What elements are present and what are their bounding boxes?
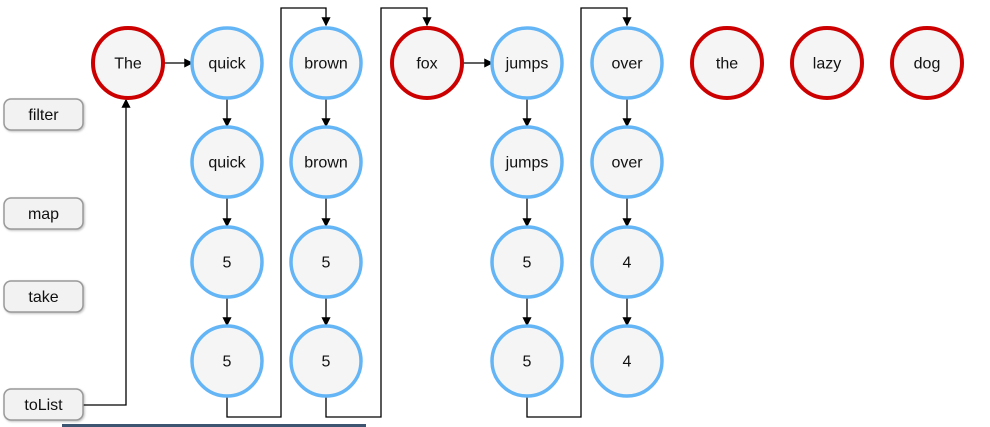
node-circle-filtered-over xyxy=(590,125,664,199)
node-source-The[interactable]: The xyxy=(91,26,165,100)
node-label-source-The: The xyxy=(114,56,142,73)
node-circle-source-lazy xyxy=(790,26,864,100)
node-label-mapped-5-quick: 5 xyxy=(223,255,232,272)
node-circle-taken-5-brown xyxy=(289,324,363,398)
window-edge-artifact xyxy=(62,424,366,427)
node-taken-4-over[interactable]: 4 xyxy=(590,324,664,398)
node-filtered-over[interactable]: over xyxy=(590,125,664,199)
node-mapped-4-over[interactable]: 4 xyxy=(590,225,664,299)
node-circle-mapped-5-quick xyxy=(190,225,264,299)
node-circle-filtered-quick xyxy=(190,125,264,199)
node-label-filtered-brown: brown xyxy=(304,155,348,172)
op-box-take[interactable]: take xyxy=(3,280,84,313)
node-circle-taken-5-quick xyxy=(190,324,264,398)
node-label-source-quick: quick xyxy=(208,56,246,73)
node-source-quick[interactable]: quick xyxy=(190,26,264,100)
node-circle-filtered-brown xyxy=(289,125,363,199)
node-label-source-lazy: lazy xyxy=(813,56,841,73)
node-label-mapped-4-over: 4 xyxy=(623,255,632,272)
node-label-source-fox: fox xyxy=(416,56,437,73)
node-circle-source-the xyxy=(690,26,764,100)
op-label-toList: toList xyxy=(24,397,63,414)
node-label-source-jumps: jumps xyxy=(505,56,549,73)
node-label-filtered-over: over xyxy=(611,155,643,172)
node-filtered-quick[interactable]: quick xyxy=(190,125,264,199)
node-circle-mapped-5-brown xyxy=(289,225,363,299)
op-box-map[interactable]: map xyxy=(3,197,84,230)
edge-loop-jumps-to-over xyxy=(526,7,632,418)
node-label-mapped-5-brown: 5 xyxy=(322,255,331,272)
node-label-taken-5-quick: 5 xyxy=(223,354,232,371)
node-circle-taken-5-jumps xyxy=(490,324,564,398)
node-source-dog[interactable]: dog xyxy=(890,26,964,100)
node-circle-source-fox xyxy=(390,26,464,100)
op-box-rect-map xyxy=(3,197,84,230)
op-box-toList[interactable]: toList xyxy=(3,388,84,421)
node-circle-mapped-5-jumps xyxy=(490,225,564,299)
node-label-source-brown: brown xyxy=(304,56,348,73)
node-source-over[interactable]: over xyxy=(590,26,664,100)
op-label-map: map xyxy=(28,206,59,223)
node-circle-taken-4-over xyxy=(590,324,664,398)
edge-toList-to-The xyxy=(83,98,131,406)
node-label-filtered-jumps: jumps xyxy=(505,155,549,172)
node-source-fox[interactable]: fox xyxy=(390,26,464,100)
node-taken-5-brown[interactable]: 5 xyxy=(289,324,363,398)
node-circle-source-over xyxy=(590,26,664,100)
op-box-rect-filter xyxy=(3,98,84,131)
node-source-jumps[interactable]: jumps xyxy=(490,26,564,100)
node-filtered-jumps[interactable]: jumps xyxy=(490,125,564,199)
node-mapped-5-jumps[interactable]: 5 xyxy=(490,225,564,299)
edge-loop-quick-to-brown xyxy=(226,7,331,418)
node-label-taken-4-over: 4 xyxy=(623,354,632,371)
node-label-taken-5-brown: 5 xyxy=(322,354,331,371)
node-circle-source-brown xyxy=(289,26,363,100)
node-label-source-dog: dog xyxy=(914,56,941,73)
node-label-mapped-5-jumps: 5 xyxy=(523,255,532,272)
node-circle-source-The xyxy=(91,26,165,100)
node-label-filtered-quick: quick xyxy=(208,155,246,172)
node-source-brown[interactable]: brown xyxy=(289,26,363,100)
op-box-filter[interactable]: filter xyxy=(3,98,84,131)
node-mapped-5-quick[interactable]: 5 xyxy=(190,225,264,299)
node-circle-mapped-4-over xyxy=(590,225,664,299)
node-label-source-the: the xyxy=(716,56,738,73)
op-label-filter: filter xyxy=(28,107,59,124)
op-box-rect-toList xyxy=(3,388,84,421)
node-taken-5-quick[interactable]: 5 xyxy=(190,324,264,398)
op-label-take: take xyxy=(28,289,58,306)
node-source-lazy[interactable]: lazy xyxy=(790,26,864,100)
node-circle-source-jumps xyxy=(490,26,564,100)
node-source-the[interactable]: the xyxy=(690,26,764,100)
node-taken-5-jumps[interactable]: 5 xyxy=(490,324,564,398)
node-mapped-5-brown[interactable]: 5 xyxy=(289,225,363,299)
edge-loop-brown-to-fox xyxy=(325,7,432,418)
node-circle-source-quick xyxy=(190,26,264,100)
op-box-rect-take xyxy=(3,280,84,313)
node-filtered-brown[interactable]: brown xyxy=(289,125,363,199)
node-label-source-over: over xyxy=(611,56,643,73)
node-circle-filtered-jumps xyxy=(490,125,564,199)
node-label-taken-5-jumps: 5 xyxy=(523,354,532,371)
node-circle-source-dog xyxy=(890,26,964,100)
